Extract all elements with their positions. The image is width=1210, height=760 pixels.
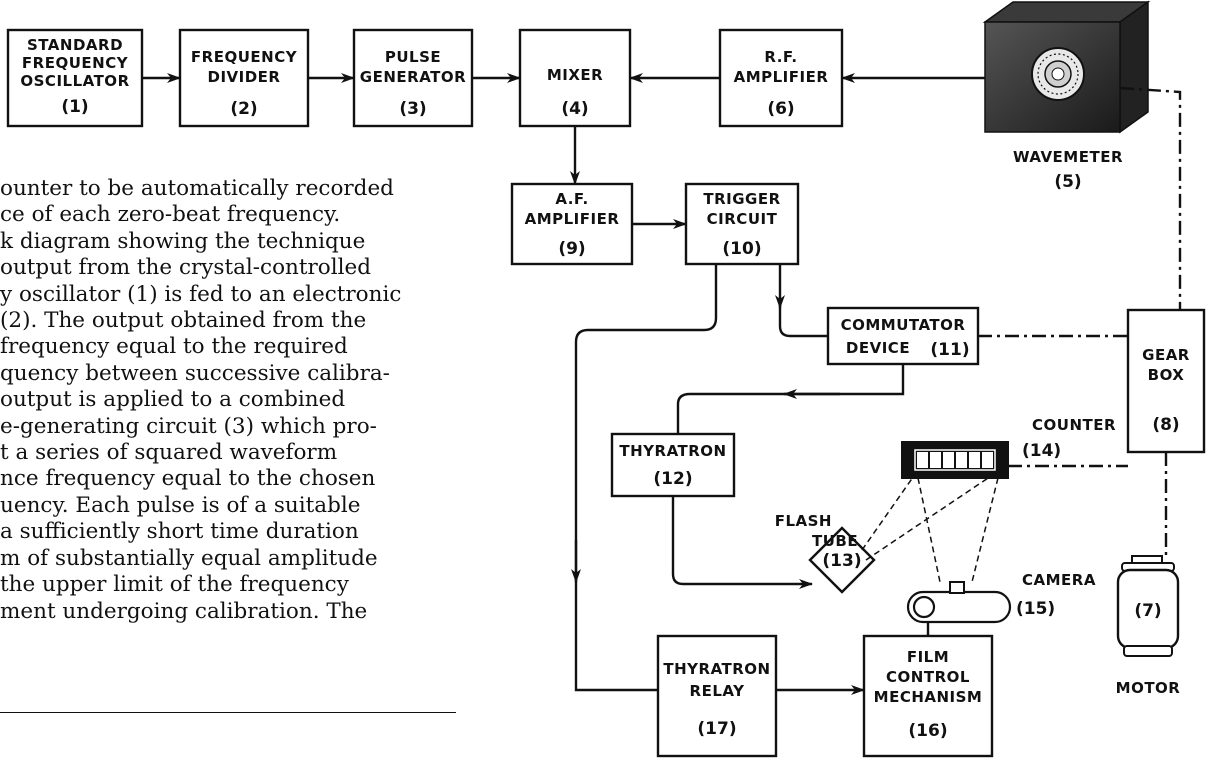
text-line: output is applied to a combined bbox=[0, 387, 346, 413]
block-trigger-circuit: TRIGGER CIRCUIT (10) bbox=[684, 182, 800, 266]
text-line: nce frequency equal to the chosen bbox=[0, 466, 376, 492]
light-paths bbox=[861, 469, 1001, 583]
block-12-label: THYRATRON bbox=[619, 442, 726, 460]
block-9-number: (9) bbox=[558, 239, 585, 259]
block-15-label: CAMERA bbox=[1022, 571, 1096, 589]
block-13-label-line-1: FLASH bbox=[775, 512, 832, 530]
block-14-label: COUNTER bbox=[1032, 416, 1116, 434]
block-8-number: (8) bbox=[1152, 415, 1179, 435]
block-3-label-line-1: PULSE bbox=[385, 48, 441, 66]
block-9-label-line-1: A.F. bbox=[555, 190, 588, 208]
block-16-label-line-2: CONTROL bbox=[886, 668, 970, 686]
text-line: frequency equal to the required bbox=[0, 334, 348, 360]
text-line: a sufficiently short time duration bbox=[0, 519, 359, 545]
block-11-label-line-1: COMMUTATOR bbox=[841, 316, 966, 334]
block-16-number: (16) bbox=[908, 721, 947, 741]
text-line: ounter to be automatically recorded bbox=[0, 176, 394, 201]
block-11-number: (11) bbox=[930, 340, 969, 360]
block-8-label-line-2: BOX bbox=[1148, 366, 1185, 384]
text-line: the upper limit of the frequency bbox=[0, 572, 349, 598]
motor: (7) MOTOR bbox=[1116, 555, 1181, 697]
block-3-number: (3) bbox=[399, 99, 426, 119]
block-6-label-line-1: R.F. bbox=[764, 48, 797, 66]
block-4-label: MIXER bbox=[547, 66, 603, 84]
block-13-label-line-2: TUBE bbox=[812, 532, 858, 550]
wavemeter-illustration: WAVEMETER (5) bbox=[982, 0, 1151, 192]
block-17-label-line-1: THYRATRON bbox=[663, 660, 770, 678]
mechanical-links bbox=[926, 86, 1182, 636]
block-2-label-line-2: DIVIDER bbox=[208, 68, 281, 86]
block-7-number: (7) bbox=[1134, 601, 1161, 621]
block-10-number: (10) bbox=[722, 239, 761, 259]
text-line: uency. Each pulse is of a suitable bbox=[0, 492, 361, 518]
text-line: k diagram showing the technique bbox=[0, 228, 366, 254]
block-gear-box: GEAR BOX (8) bbox=[1126, 308, 1206, 454]
block-thyratron: THYRATRON (12) bbox=[610, 432, 736, 498]
block-14-number: (14) bbox=[1022, 441, 1061, 461]
block-6-label-line-2: AMPLIFIER bbox=[734, 68, 829, 86]
block-9-label-line-2: AMPLIFIER bbox=[525, 210, 620, 228]
block-1-label-line-3: OSCILLATOR bbox=[20, 72, 129, 90]
counter-device: COUNTER (14) bbox=[901, 416, 1116, 479]
block-pulse-generator: PULSE GENERATOR (3) bbox=[352, 28, 474, 128]
horizontal-rule bbox=[0, 712, 456, 713]
block-film-control-mechanism: FILM CONTROL MECHANISM (16) bbox=[862, 634, 994, 758]
block-13-number: (13) bbox=[822, 551, 861, 571]
flash-tube: (13) FLASH TUBE bbox=[775, 512, 876, 594]
block-frequency-divider: FREQUENCY DIVIDER (2) bbox=[178, 28, 310, 128]
block-7-label: MOTOR bbox=[1116, 679, 1181, 697]
block-2-number: (2) bbox=[230, 99, 257, 119]
text-line: y oscillator (1) is fed to an electronic bbox=[0, 281, 402, 307]
text-line: e-generating circuit (3) which pro- bbox=[0, 413, 377, 439]
block-mixer: MIXER (4) bbox=[518, 28, 632, 128]
text-line: ment undergoing calibration. The bbox=[0, 598, 368, 624]
block-1-number: (1) bbox=[61, 97, 88, 117]
text-line: ce of each zero-beat frequency. bbox=[0, 202, 341, 228]
camera: CAMERA (15) bbox=[906, 571, 1096, 624]
block-10-label-line-1: TRIGGER bbox=[703, 190, 780, 208]
text-line: output from the crystal-controlled bbox=[0, 255, 371, 281]
block-thyratron-relay: THYRATRON RELAY (17) bbox=[656, 634, 778, 758]
body-text: ounter to be automatically recorded ce o… bbox=[0, 176, 468, 625]
signal-connections bbox=[142, 73, 985, 695]
block-16-label-line-1: FILM bbox=[907, 648, 949, 666]
block-6-number: (6) bbox=[767, 99, 794, 119]
block-15-number: (15) bbox=[1016, 599, 1055, 619]
block-5-number: (5) bbox=[1054, 172, 1081, 192]
text-line: quency between successive calibra- bbox=[0, 360, 390, 386]
block-11-label-line-2: DEVICE bbox=[846, 339, 910, 357]
block-16-label-line-3: MECHANISM bbox=[874, 688, 983, 706]
block-17-number: (17) bbox=[697, 719, 736, 739]
block-12-number: (12) bbox=[653, 469, 692, 489]
block-4-number: (4) bbox=[561, 99, 588, 119]
block-17-label-line-2: RELAY bbox=[690, 682, 746, 700]
block-commutator-device: COMMUTATOR DEVICE (11) bbox=[826, 306, 980, 366]
block-5-label: WAVEMETER bbox=[1013, 148, 1123, 166]
block-1-label-line-2: FREQUENCY bbox=[22, 54, 129, 72]
block-2-label-line-1: FREQUENCY bbox=[191, 48, 298, 66]
counter-digits-icon bbox=[914, 449, 996, 471]
block-rf-amplifier: R.F. AMPLIFIER (6) bbox=[718, 28, 844, 128]
block-1-label-line-1: STANDARD bbox=[27, 36, 123, 54]
text-line: (2). The output obtained from the bbox=[0, 308, 367, 334]
text-line: m of substantially equal amplitude bbox=[0, 545, 378, 571]
block-standard-frequency-oscillator: STANDARD FREQUENCY OSCILLATOR (1) bbox=[6, 28, 144, 128]
block-8-label-line-1: GEAR bbox=[1142, 346, 1190, 364]
text-line: t a series of squared waveform bbox=[0, 440, 338, 466]
block-af-amplifier: A.F. AMPLIFIER (9) bbox=[510, 182, 634, 266]
dial-icon bbox=[1031, 47, 1085, 101]
block-10-label-line-2: CIRCUIT bbox=[707, 210, 778, 228]
block-3-label-line-2: GENERATOR bbox=[360, 68, 466, 86]
